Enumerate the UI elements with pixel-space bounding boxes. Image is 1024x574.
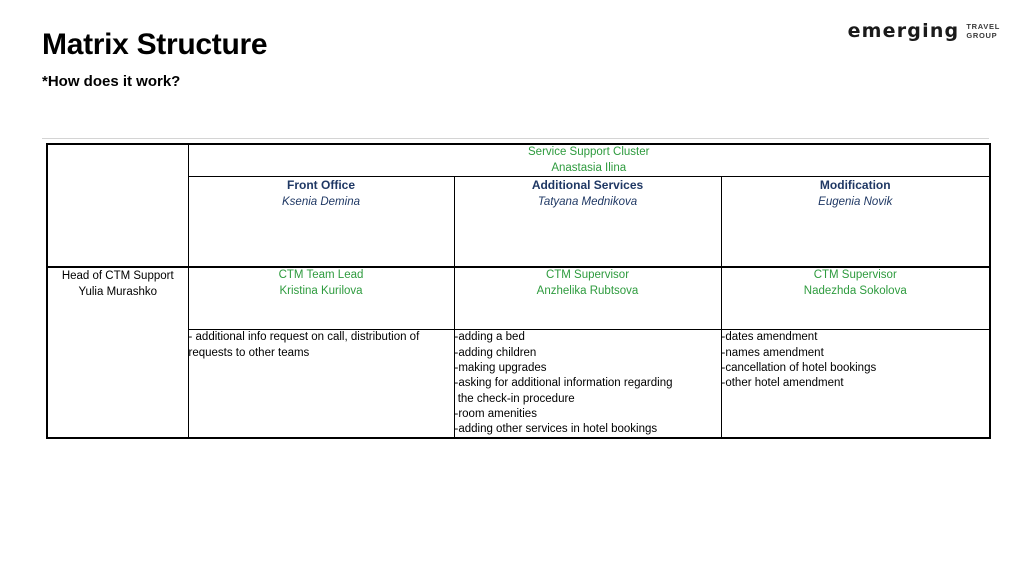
table-cell-corner-empty xyxy=(46,143,189,268)
tasks-text-additional-services: -adding a bed -adding children -making u… xyxy=(454,331,673,436)
table-row-tasks: - additional info request on call, distr… xyxy=(47,329,991,440)
table-cell-supervisor-modification: CTM Supervisor Nadezhda Sokolova xyxy=(720,265,991,331)
supervisor-person-front-office: Kristina Kurilova xyxy=(279,284,363,297)
dept-person-additional-services: Tatyana Mednikova xyxy=(537,195,638,208)
table-cell-head-of-ctm-support: Head of CTM Support Yulia Murashko xyxy=(46,265,189,440)
logo-subtext-line1: TRAVEL xyxy=(966,22,1000,32)
tasks-text-modification: -dates amendment -names amendment -cance… xyxy=(721,331,877,390)
dept-cell-spacer xyxy=(722,210,990,266)
table-cell-dept-front-office: Front Office Ksenia Demina xyxy=(187,176,455,268)
table-cell-service-support-cluster: Service Support Cluster Anastasia Ilina xyxy=(187,143,991,178)
table-cell-dept-modification: Modification Eugenia Novik xyxy=(720,176,991,268)
dept-title-modification: Modification xyxy=(819,178,891,193)
dept-person-modification: Eugenia Novik xyxy=(818,195,893,208)
supervisor-title-additional-services: CTM Supervisor xyxy=(545,268,630,281)
logo-subtext: TRAVEL GROUP xyxy=(966,23,1000,39)
matrix-structure-table: Service Support Cluster Anastasia Ilina … xyxy=(46,143,991,440)
table-row-departments: Front Office Ksenia Demina Additional Se… xyxy=(47,176,991,268)
table-cell-supervisor-front-office: CTM Team Lead Kristina Kurilova xyxy=(187,265,455,331)
table-cell-tasks-front-office: - additional info request on call, distr… xyxy=(187,329,455,440)
header-divider-rule xyxy=(42,138,989,139)
table-cell-supervisor-additional-services: CTM Supervisor Anzhelika Rubtsova xyxy=(453,265,722,331)
table-cell-tasks-modification: -dates amendment -names amendment -cance… xyxy=(720,329,991,440)
supervisor-person-modification: Nadezhda Sokolova xyxy=(803,284,907,297)
tasks-text-front-office: - additional info request on call, distr… xyxy=(188,331,420,359)
table-row-supervisors: Head of CTM Support Yulia Murashko CTM T… xyxy=(46,265,991,440)
row-label-title: Head of CTM Support xyxy=(61,269,174,282)
cluster-title: Service Support Cluster xyxy=(528,146,650,158)
table-cell-dept-additional-services: Additional Services Tatyana Mednikova xyxy=(453,176,722,268)
table-row-cluster: Service Support Cluster Anastasia Ilina xyxy=(46,143,991,268)
slide-title: Matrix Structure xyxy=(42,28,268,61)
logo-subtext-line2: GROUP xyxy=(966,30,998,40)
dept-title-additional-services: Additional Services xyxy=(531,178,644,193)
dept-person-front-office: Ksenia Demina xyxy=(282,195,360,208)
cluster-person: Anastasia Ilina xyxy=(551,161,627,174)
slide-subtitle: *How does it work? xyxy=(42,73,181,90)
emerging-travel-group-logo: emerging TRAVEL GROUP xyxy=(848,22,1000,41)
dept-cell-spacer xyxy=(455,210,721,266)
row-label-person: Yulia Murashko xyxy=(78,286,158,299)
supervisor-title-front-office: CTM Team Lead xyxy=(278,268,364,281)
dept-cell-spacer xyxy=(189,210,454,266)
dept-title-front-office: Front Office xyxy=(287,178,355,193)
table-cell-tasks-additional-services: -adding a bed -adding children -making u… xyxy=(453,329,722,440)
logo-wordmark: emerging xyxy=(847,20,960,42)
supervisor-person-additional-services: Anzhelika Rubtsova xyxy=(536,284,639,297)
supervisor-title-modification: CTM Supervisor xyxy=(813,268,897,281)
